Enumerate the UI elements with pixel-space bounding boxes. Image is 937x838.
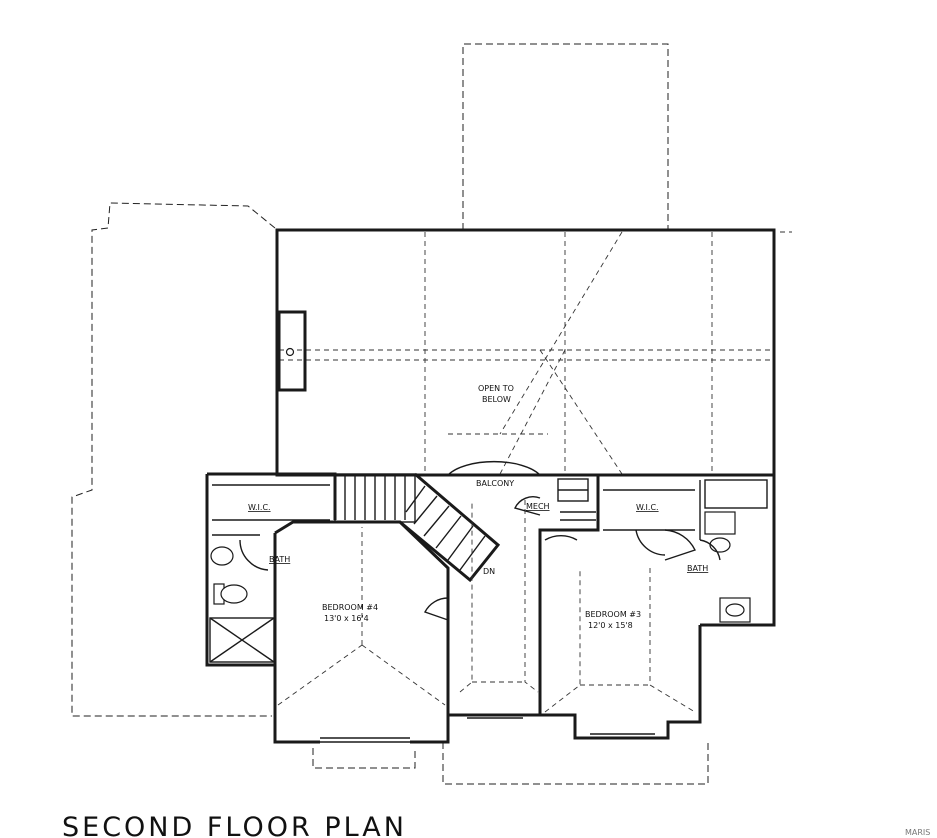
room-labels: W.I.C. BATH BEDROOM #4 13'0 x 16'4 W.I.C… [248,503,708,630]
open-to-below-label-1: OPEN TO [478,384,514,393]
wic-right-label: W.I.C. [636,503,659,512]
watermark: MARIS [905,828,930,837]
plan-title: SECOND FLOOR PLAN [62,812,407,838]
bedroom-4-size: 13'0 x 16'4 [324,614,369,623]
bedroom-3-label: BEDROOM #3 [585,610,641,619]
bedroom-3-size: 12'0 x 15'8 [588,621,633,630]
wic-left-label: W.I.C. [248,503,271,512]
lower-level-outline [71,43,792,785]
bedroom-4-label: BEDROOM #4 [322,603,378,612]
open-to-below-area: OPEN TO BELOW [275,228,776,477]
second-floor-walls: DN BALCONY MECH [205,460,776,744]
mech-label: MECH [526,502,550,511]
stair-treads [344,476,406,520]
open-to-below-label-2: BELOW [482,395,511,404]
bath-right-label: BATH [687,564,708,573]
stairs-down-label: DN [483,567,495,576]
balcony-label: BALCONY [476,479,514,488]
bath-left-label: BATH [269,555,290,564]
